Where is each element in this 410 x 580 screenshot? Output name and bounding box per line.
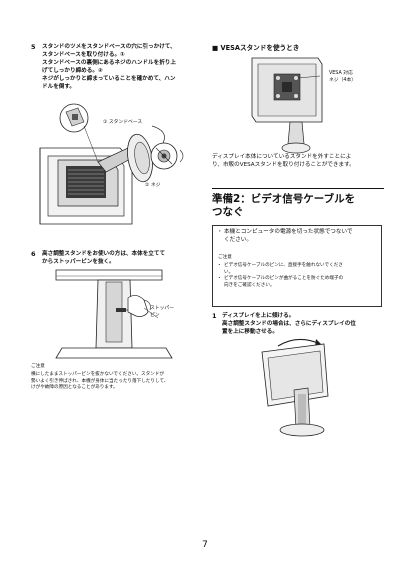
note-item: 本機とコンピュータの電源を切った状態でつないで ください。 (217, 228, 378, 244)
callout-stopper-pin-line: ピン (150, 312, 160, 318)
vesa-body-line: ディスプレイ本体についているスタンドを外すことによ (212, 154, 352, 160)
caution-text: 横にしたままストッパーピンを抜かないでください。スタンドが 勢いよく引き伸ばされ… (31, 372, 203, 392)
prep2-caution-label: ご注意 (218, 255, 232, 260)
stopper-pin-figure (55, 269, 173, 359)
note-line: 本機とコンピュータの電源を切った状態でつないで (224, 229, 353, 235)
section-heading-line: つなぐ (212, 206, 244, 218)
step-5-line: スタンドベースを取り付ける。① (42, 52, 125, 59)
vesa-figure (251, 57, 323, 154)
step-6-number: 6 (31, 250, 36, 258)
tilt-display-figure (261, 338, 329, 437)
callout-vesa-line: VESA 対応 (329, 71, 353, 76)
caution-line: けがや故障の原因となることがあります。 (31, 385, 118, 391)
step-6-line: 高さ調整スタンドをお使いの方は、本体を立てて (42, 251, 166, 257)
step-1-text: ディスプレイを上に傾ける。 高さ調整スタンドの場合は、さらにディスプレイの位 置… (222, 312, 390, 336)
step-6-text: 高さ調整スタンドをお使いの方は、本体を立てて からストッパーピンを抜く。 (42, 250, 210, 266)
caution-item-line: ビデオ信号ケーブルのピンに、直接手を触れないでくださ (224, 263, 343, 268)
vesa-heading: ■ VESAスタンドを使うとき (212, 42, 299, 52)
caution-line: 横にしたままストッパーピンを抜かないでください。スタンドが (31, 372, 164, 377)
step-5-line: げてしっかり締める。② (42, 68, 103, 75)
step-5-line: ドルを倒す。 (42, 84, 76, 91)
caution-item: ビデオ信号ケーブルのピンが曲がることを防ぐため端子の 向きをご確認ください。 (217, 276, 378, 289)
step-1-line: ディスプレイを上に傾ける。 (222, 313, 295, 319)
step-1-line: 高さ調整スタンドの場合は、さらにディスプレイの位 (222, 321, 356, 328)
step-5-number: 5 (31, 43, 36, 51)
vesa-heading-text: VESAスタンドを使うとき (220, 44, 300, 52)
page-number: 7 (202, 540, 208, 550)
caution-line: 勢いよく引き伸ばされ、本機が身体に当たったり落下したりして、 (31, 378, 169, 384)
callout-stopper-pin: ストッパー ピン (150, 306, 174, 319)
step-5-line: スタンドのツメをスタンドベースの穴に引っかけて、 (42, 44, 176, 50)
note-line: ください。 (224, 237, 252, 244)
step-5-line: スタンドベースの裏側にあるネジのハンドルを折り上 (42, 60, 176, 67)
callout-stopper-pin-line: ストッパー (150, 306, 174, 311)
callout-vesa-screws: VESA 対応 ネジ（4本） (329, 71, 356, 84)
step-1-line: 置を上に移動させる。 (222, 329, 278, 336)
vesa-body: ディスプレイ本体についているスタンドを外すことによ り、市販のVESAスタンドを… (212, 153, 384, 169)
section-heading-prep2: 準備2：ビデオ信号ケーブルを つなぐ (212, 193, 388, 219)
caution-item-line: 向きをご確認ください。 (224, 282, 275, 288)
caution-item-line: ビデオ信号ケーブルのピンが曲がることを防ぐため端子の (224, 276, 344, 282)
caution-label: ご注意 (31, 364, 45, 369)
vesa-marker: ■ (212, 44, 219, 52)
vesa-body-line: り、市販のVESAスタンドを取り付けることができます。 (212, 162, 355, 169)
prep2-caution-list: ビデオ信号ケーブルのピンに、直接手を触れないでくださ い。 ビデオ信号ケーブルの… (217, 263, 378, 289)
step-5-line: ネジがしっかりと締まっていることを確かめて、ハン (42, 76, 176, 83)
caution-item: ビデオ信号ケーブルのピンに、直接手を触れないでくださ い。 (217, 263, 378, 276)
caution-item-line: い。 (224, 269, 234, 275)
callout-screw: ② ネジ (145, 183, 161, 188)
section-heading-line: 準備2：ビデオ信号ケーブルを (212, 193, 356, 205)
note-box-text: 本機とコンピュータの電源を切った状態でつないで ください。 (217, 228, 378, 244)
section-rule (212, 188, 384, 189)
step-6-line: からストッパーピンを抜く。 (42, 259, 115, 266)
stand-base-attachment-figure (39, 103, 184, 225)
callout-vesa-line: ネジ（4本） (329, 77, 357, 83)
step-1-number: 1 (212, 312, 217, 320)
callout-stand-base: ① スタンドベース (103, 120, 143, 125)
step-5-text: スタンドのツメをスタンドベースの穴に引っかけて、 スタンドベースを取り付ける。①… (42, 43, 210, 92)
note-box (212, 225, 382, 307)
